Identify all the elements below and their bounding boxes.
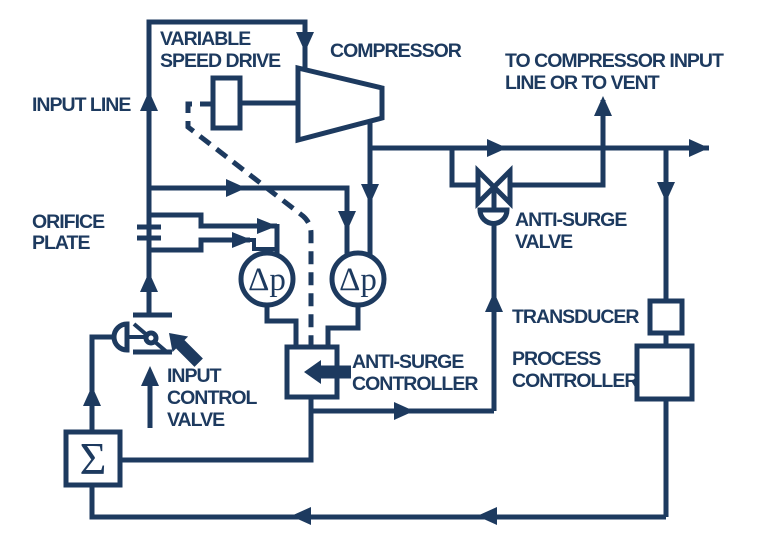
compressor-symbol — [295, 64, 385, 144]
controller-to-summer-line — [120, 395, 314, 463]
dp-right-signal — [325, 303, 361, 350]
arrowhead-suction-tap-right — [226, 179, 246, 197]
dp-left-signal — [264, 303, 299, 350]
input-control-valve-pointer-arrow — [169, 333, 203, 367]
label-vsd-line1: VARIABLE — [160, 28, 251, 50]
arrowhead-suction-down — [296, 32, 314, 52]
label-asc-line2: CONTROLLER — [352, 373, 478, 395]
process-pipes — [89, 19, 709, 520]
equipment-symbols — [63, 64, 695, 488]
arrowhead-vent-up — [594, 96, 612, 116]
label-vent-line1: TO COMPRESSOR INPUT — [505, 50, 724, 72]
arrowhead-suction-tap-down — [338, 211, 356, 231]
suction-dp-tap-pipe — [149, 185, 350, 258]
sigma-symbol: Σ — [80, 433, 107, 484]
label-vent-line2: LINE OR TO VENT — [505, 72, 660, 94]
arrowhead-header-end-right — [689, 139, 709, 157]
arrowhead-sense-down — [657, 182, 675, 202]
label-icv-line2: CONTROL — [167, 387, 257, 409]
label-icv-line1: INPUT — [167, 365, 222, 387]
vent-riser-pipe — [508, 100, 606, 188]
dp-symbol-right: Δp — [339, 262, 377, 298]
recycle-branch-pipe — [449, 148, 480, 188]
orifice-upper-tap — [149, 212, 277, 229]
dp-symbol-left: Δp — [248, 262, 286, 298]
feedback-line — [89, 334, 666, 520]
variable-speed-drive-box — [210, 75, 243, 131]
arrowhead-above-valve-up — [140, 272, 158, 292]
label-asc-line1: ANTI-SURGE — [352, 351, 464, 373]
transducer-box — [647, 298, 685, 336]
dp-transmitter-left-circle — [238, 250, 296, 308]
arrowhead-inlet-flow-up — [141, 366, 159, 386]
arrowhead-summer-output-up — [83, 386, 101, 406]
arrowhead-controller-out-right — [394, 402, 414, 420]
arrowhead-input-line-up — [140, 91, 158, 111]
flow-direction-arrows — [83, 32, 709, 525]
label-asv-line2: VALVE — [515, 231, 573, 253]
label-asv-line1: ANTI-SURGE — [515, 209, 627, 231]
label-pointer-arrows — [169, 333, 351, 384]
dp-transmitter-right-circle — [329, 250, 387, 308]
speed-signal-dashed-line — [185, 101, 314, 347]
arrowhead-valve-signal-up — [485, 292, 503, 312]
input-valve-actuator — [111, 321, 130, 353]
arrowhead-feedback-left-2 — [291, 507, 311, 525]
anti-surge-controller-pointer-arrow — [304, 360, 351, 384]
label-vsd-line2: SPEED DRIVE — [160, 50, 281, 72]
arrowhead-header-right — [487, 139, 507, 157]
anti-surge-valve-body-left — [475, 164, 498, 210]
label-orifice-line2: PLATE — [32, 232, 90, 254]
label-pc-line2: CONTROLLER — [512, 370, 638, 392]
arrowhead-feedback-left-1 — [477, 507, 497, 525]
label-transducer: TRANSDUCER — [512, 306, 639, 328]
arrowhead-lower-tap-right — [232, 232, 252, 248]
arrowhead-discharge-tap-down — [361, 184, 379, 204]
label-input-line: INPUT LINE — [32, 94, 131, 116]
label-pc-line1: PROCESS — [512, 348, 601, 370]
input-valve-pivot — [143, 330, 159, 346]
process-controller-box — [634, 343, 695, 402]
orifice-plate-symbol — [137, 224, 161, 241]
label-icv-line3: VALVE — [167, 409, 225, 431]
anti-surge-valve-body-right — [490, 164, 513, 210]
diagram-labels: VARIABLE SPEED DRIVE COMPRESSOR TO COMPR… — [32, 28, 725, 484]
anti-surge-valve-actuator-dome — [477, 207, 510, 226]
summing-unit-box — [63, 429, 123, 488]
orifice-lower-tap — [149, 237, 250, 253]
arrowhead-upper-tap-right — [257, 218, 277, 234]
label-compressor: COMPRESSOR — [330, 40, 462, 62]
label-orifice-line1: ORIFICE — [32, 211, 105, 233]
